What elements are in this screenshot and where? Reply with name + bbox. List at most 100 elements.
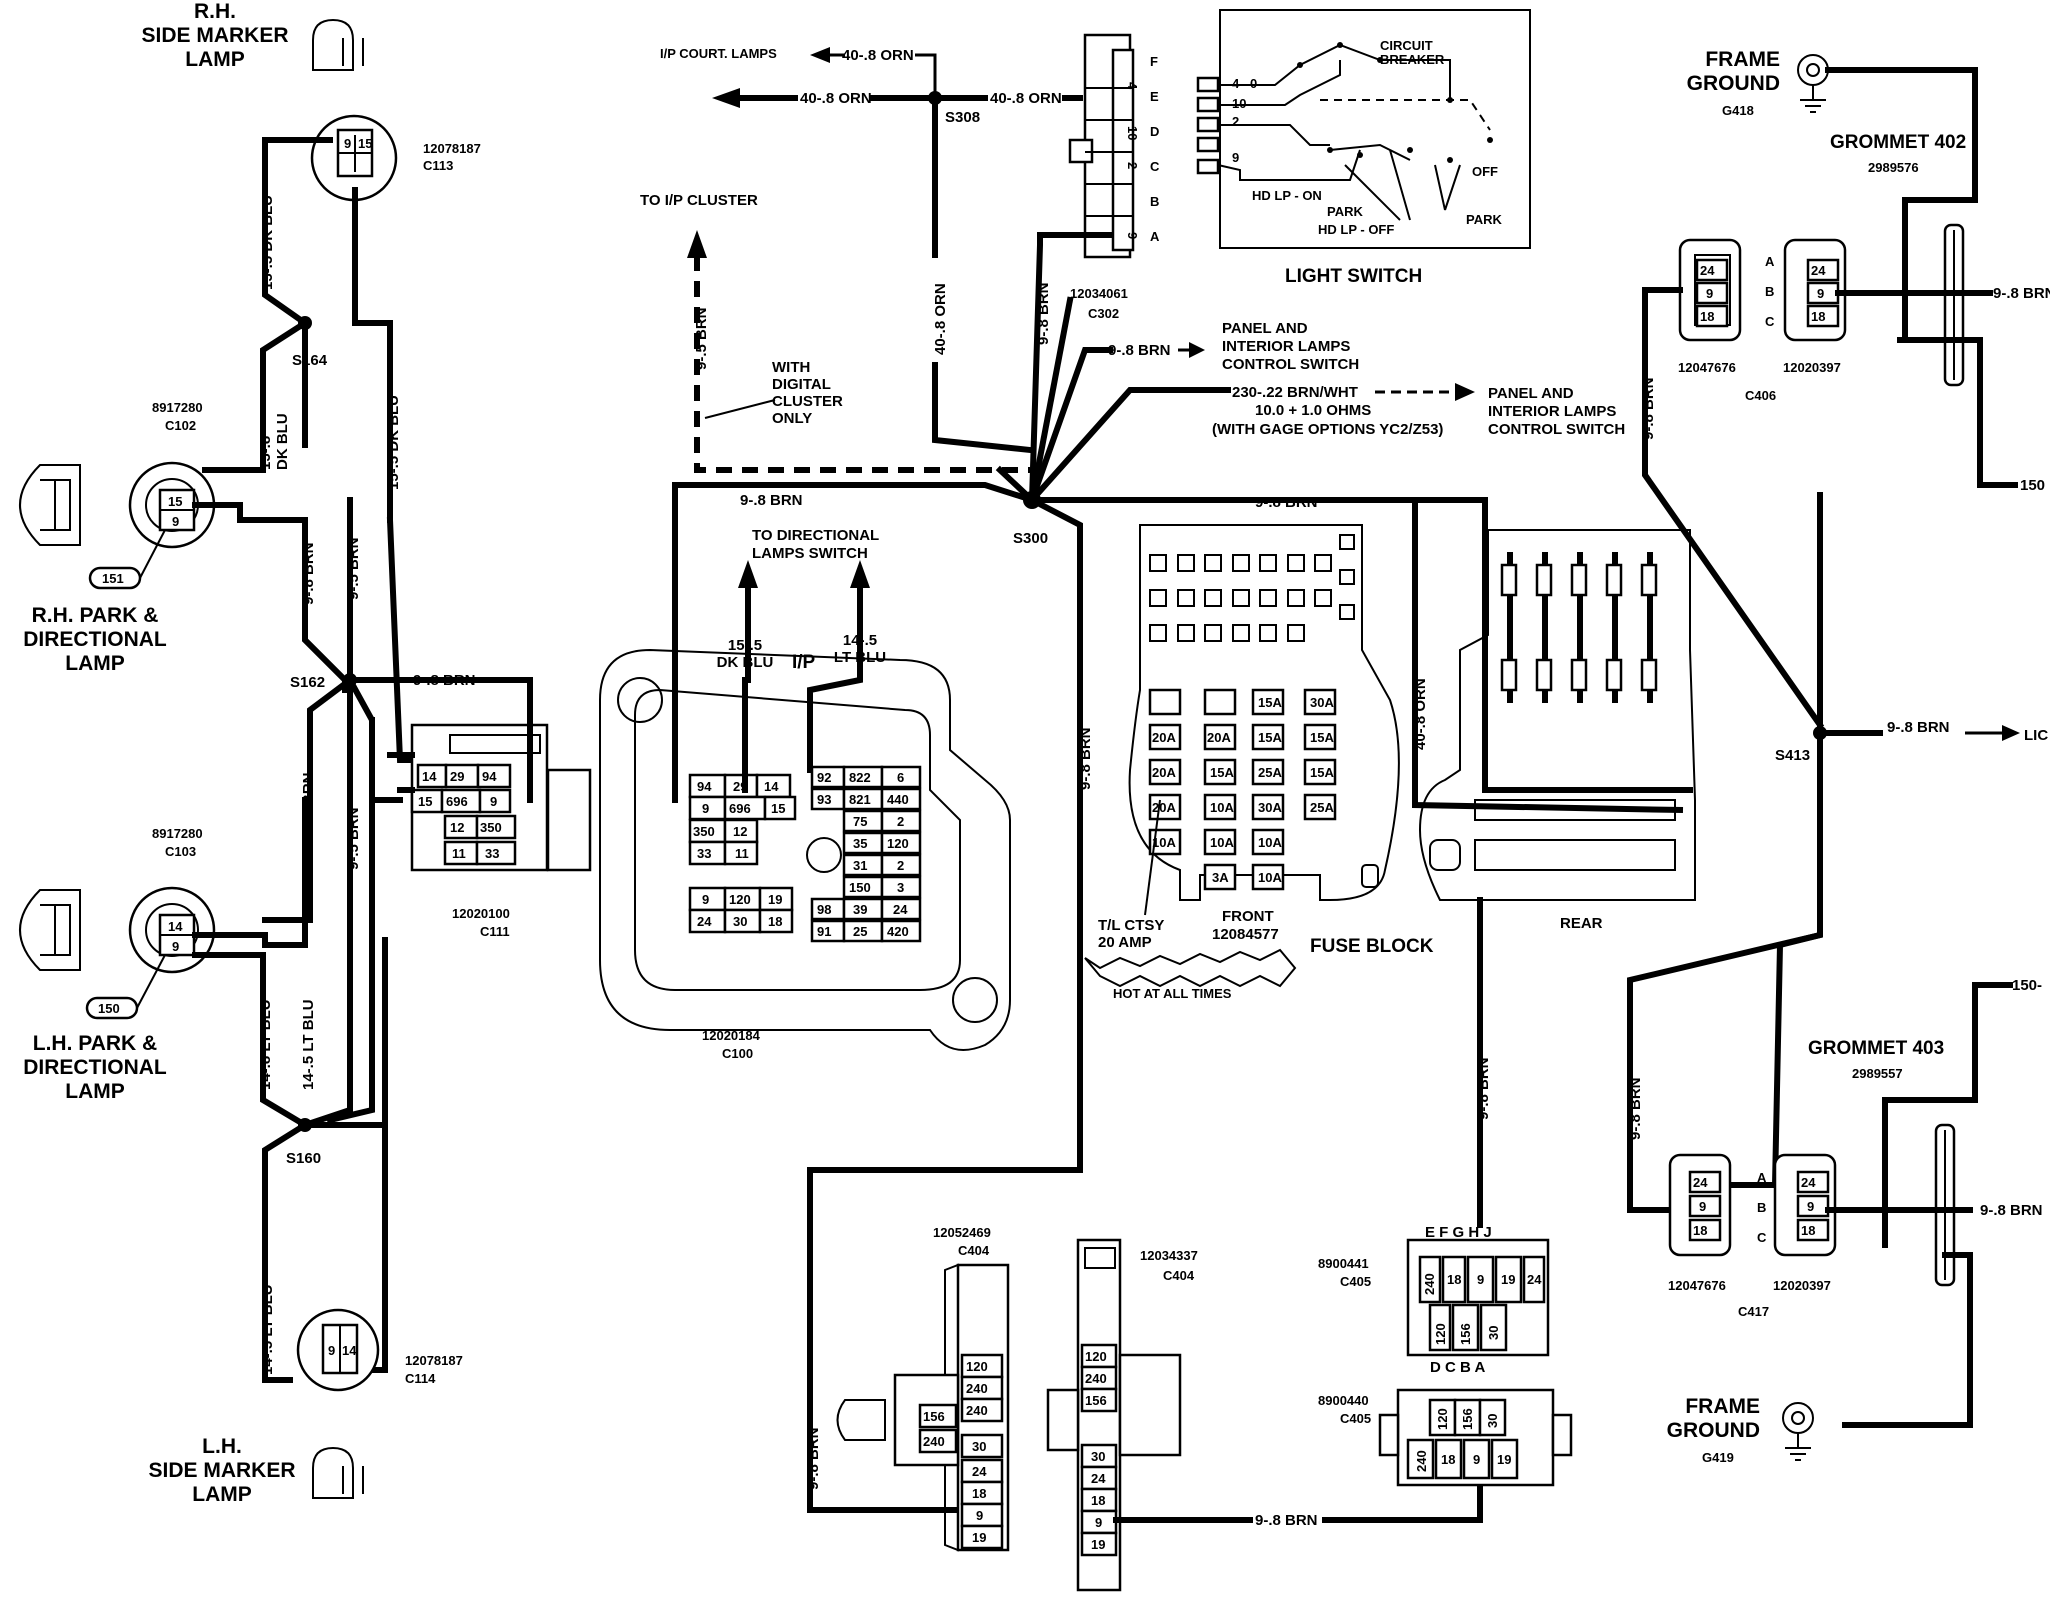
svg-text:24: 24 xyxy=(1091,1471,1106,1486)
splice-s300: S300 xyxy=(1013,530,1048,547)
svg-text:3A: 3A xyxy=(1212,870,1229,885)
svg-text:120: 120 xyxy=(729,892,751,907)
svg-text:25A: 25A xyxy=(1258,765,1282,780)
svg-text:18: 18 xyxy=(972,1486,986,1501)
wire-9-8-brn-gr403: 9-.8 BRN xyxy=(1980,1202,2043,1219)
svg-text:3: 3 xyxy=(897,880,904,895)
wire-15-5-dk-blu-b: 15-.5 DK BLU xyxy=(385,395,402,490)
svg-text:20A: 20A xyxy=(1152,765,1176,780)
wire-9-8-brn-left403: 9-.8 BRN xyxy=(1627,1077,1644,1140)
c404a-part: 12052469 xyxy=(933,1225,991,1240)
c103-pin-9: 9 xyxy=(172,939,179,954)
svg-text:30: 30 xyxy=(733,914,747,929)
wire-40-8-orn-a: 40-.8 ORN xyxy=(842,47,914,64)
svg-text:10A: 10A xyxy=(1258,870,1282,885)
svg-text:24: 24 xyxy=(697,914,712,929)
c103-pin-14: 14 xyxy=(168,919,183,934)
svg-text:20A: 20A xyxy=(1207,730,1231,745)
svg-text:30: 30 xyxy=(972,1439,986,1454)
svg-text:15A: 15A xyxy=(1210,765,1234,780)
wire-9-5-brn-b: 9-.5 BRN xyxy=(345,807,362,870)
svg-text:18: 18 xyxy=(1441,1452,1455,1467)
svg-text:10A: 10A xyxy=(1210,835,1234,850)
svg-text:30: 30 xyxy=(1091,1449,1105,1464)
svg-text:2: 2 xyxy=(1232,114,1239,129)
svg-text:24: 24 xyxy=(1527,1272,1542,1287)
svg-text:30A: 30A xyxy=(1258,800,1282,815)
wire-9-8-brn-bottom: 9-.8 BRN xyxy=(1255,1512,1318,1529)
svg-text:9: 9 xyxy=(1095,1515,1102,1530)
label-to-ip-cluster: TO I/P CLUSTER xyxy=(640,192,758,209)
label-park-1: PARK xyxy=(1327,204,1363,219)
svg-text:30: 30 xyxy=(1485,1414,1500,1428)
c113-pin-9: 9 xyxy=(344,136,351,151)
svg-text:9: 9 xyxy=(702,801,709,816)
c100-pins-left: 94 29 14 9 696 15 350 12 33 11 xyxy=(688,773,797,866)
label-ip-court-lamps: I/P COURT. LAMPS xyxy=(660,46,777,61)
svg-text:120: 120 xyxy=(966,1359,988,1374)
svg-text:24: 24 xyxy=(1811,263,1826,278)
c406-id: C406 xyxy=(1745,388,1776,403)
c100-pins-bottom-right: 98 39 24 91 25 420 xyxy=(810,897,922,943)
svg-text:120: 120 xyxy=(1085,1349,1107,1364)
svg-text:14: 14 xyxy=(764,779,779,794)
svg-text:19: 19 xyxy=(972,1530,986,1545)
svg-text:18: 18 xyxy=(1447,1272,1461,1287)
svg-text:10A: 10A xyxy=(1258,835,1282,850)
svg-text:4: 4 xyxy=(1232,76,1240,91)
wire-40-8-orn-fuse: 40-.8 ORN xyxy=(1412,678,1429,750)
svg-text:156: 156 xyxy=(1458,1323,1473,1345)
svg-text:9: 9 xyxy=(1232,150,1239,165)
svg-text:10: 10 xyxy=(1232,96,1246,111)
c102-pin-9: 9 xyxy=(172,514,179,529)
wire-14-5-lt-blu-a: 14-.5 LT BLU xyxy=(300,999,317,1090)
c111-id: C111 xyxy=(480,924,510,939)
svg-text:9: 9 xyxy=(1807,1199,1814,1214)
svg-text:91: 91 xyxy=(817,924,831,939)
svg-text:30A: 30A xyxy=(1310,695,1334,710)
c114-id: C114 xyxy=(405,1371,436,1386)
svg-text:240: 240 xyxy=(966,1381,988,1396)
c405b-connector: 120 156 30 240 18 9 19 8900440 C405 xyxy=(1318,1388,1573,1487)
svg-text:9: 9 xyxy=(1473,1452,1480,1467)
svg-text:6: 6 xyxy=(897,770,904,785)
wire-9-5-brn-cluster: 9-.5 BRN xyxy=(693,307,710,370)
svg-text:9: 9 xyxy=(490,794,497,809)
c114-pin-9: 9 xyxy=(328,1343,335,1358)
svg-text:18: 18 xyxy=(768,914,782,929)
fuse-front-part: 12084577 xyxy=(1212,926,1279,943)
svg-text:24: 24 xyxy=(972,1464,987,1479)
svg-text:B: B xyxy=(1150,194,1159,209)
svg-text:75: 75 xyxy=(853,814,867,829)
svg-text:24: 24 xyxy=(1801,1175,1816,1190)
svg-text:19: 19 xyxy=(1497,1452,1511,1467)
wire-40-8-orn-b: 40-.8 ORN xyxy=(800,90,872,107)
svg-text:120: 120 xyxy=(1435,1408,1450,1430)
c102-part: 8917280 xyxy=(152,400,203,415)
grommet-403: GROMMET 403 2989557 xyxy=(1808,1038,1956,1287)
svg-text:11: 11 xyxy=(452,846,466,861)
svg-text:D: D xyxy=(1150,124,1159,139)
svg-text:9: 9 xyxy=(1817,286,1824,301)
svg-text:A: A xyxy=(1765,254,1775,269)
label-lic: LIC xyxy=(2024,727,2048,744)
c111-connector: 14 29 94 15 696 9 12 350 11 33 12020100 … xyxy=(410,723,592,939)
c113-pin-15: 15 xyxy=(358,136,372,151)
wire-14-8-lt-blu: 14-.8 LT BLU xyxy=(257,999,274,1090)
c100-pins-bottom: 9 120 19 24 30 18 xyxy=(688,886,794,934)
svg-text:20A: 20A xyxy=(1152,800,1176,815)
